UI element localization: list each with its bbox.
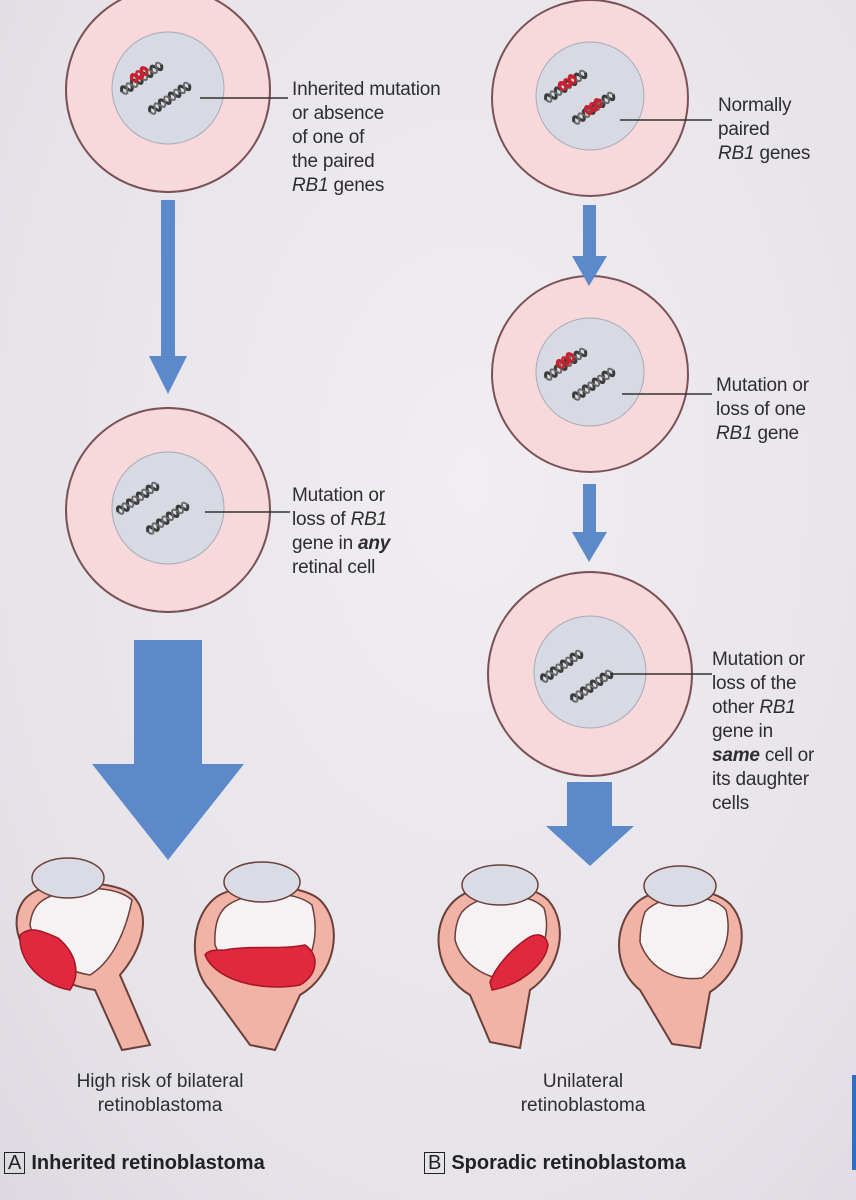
cell-inherited-top (65, 0, 271, 193)
flow-arrows (92, 200, 634, 866)
arrow-sporadic-1 (572, 205, 607, 286)
label-line: of one of (292, 127, 365, 148)
panel-b-text: Sporadic retinoblastoma (451, 1152, 686, 1174)
label-normally-paired: Normally paired RB1 genes (718, 94, 810, 166)
leader-lines (200, 97, 712, 675)
label-line: Mutation or (716, 375, 809, 396)
label-line: gene in (712, 721, 773, 742)
label-line: the paired (292, 151, 375, 172)
label-line: Mutation or (292, 485, 385, 506)
label-line: other RB1 (712, 697, 796, 718)
caption-line: Unilateral (542, 1071, 624, 1092)
label-line: same cell or (712, 745, 815, 766)
cell-sporadic-top (491, 0, 689, 197)
eye-sporadic-right (618, 865, 743, 1050)
eye-sporadic-left (437, 864, 561, 1050)
arrow-inherited-1 (149, 200, 187, 394)
caption-line: High risk of bilateral (76, 1071, 244, 1092)
label-mutation-any-cell: Mutation or loss of RB1 gene in any reti… (292, 484, 390, 580)
label-line: Inherited mutation (292, 79, 441, 100)
caption-line: retinoblastoma (520, 1095, 646, 1116)
cell-sporadic-middle (491, 275, 689, 473)
panel-b-letter: B (424, 1152, 446, 1174)
label-line: or absence (292, 103, 385, 124)
label-inherited-mutation: Inherited mutation or absence of one of … (292, 78, 441, 198)
label-line: RB1 genes (718, 143, 811, 164)
panel-a-letter: A (4, 1152, 26, 1174)
label-line: RB1 gene (716, 423, 799, 444)
label-mutation-other-gene: Mutation or loss of the other RB1 gene i… (712, 648, 814, 816)
cell-inherited-bottom (65, 407, 271, 613)
arrow-sporadic-2 (572, 484, 607, 562)
caption-line: retinoblastoma (97, 1095, 223, 1116)
label-line: paired (718, 119, 770, 140)
label-line: RB1 genes (292, 175, 385, 196)
caption-unilateral: Unilateral retinoblastoma (468, 1070, 698, 1118)
label-line: its daughter (712, 769, 809, 790)
eye-inherited-left (15, 857, 152, 1052)
panel-a-text: Inherited retinoblastoma (31, 1152, 265, 1174)
label-line: loss of RB1 (292, 509, 387, 530)
page-edge-accent (852, 1075, 856, 1170)
eye-inherited-right (193, 861, 335, 1052)
caption-bilateral: High risk of bilateral retinoblastoma (30, 1070, 290, 1118)
arrow-inherited-big (92, 640, 244, 860)
cell-sporadic-bottom (487, 571, 693, 777)
label-line: Mutation or (712, 649, 805, 670)
label-mutation-one-gene: Mutation or loss of one RB1 gene (716, 374, 809, 446)
label-line: gene in any (292, 533, 391, 554)
label-line: loss of the (712, 673, 797, 694)
label-line: retinal cell (292, 557, 376, 578)
arrow-sporadic-big (546, 782, 634, 866)
label-line: Normally (718, 95, 792, 116)
label-line: cells (712, 793, 750, 814)
label-line: loss of one (716, 399, 806, 420)
